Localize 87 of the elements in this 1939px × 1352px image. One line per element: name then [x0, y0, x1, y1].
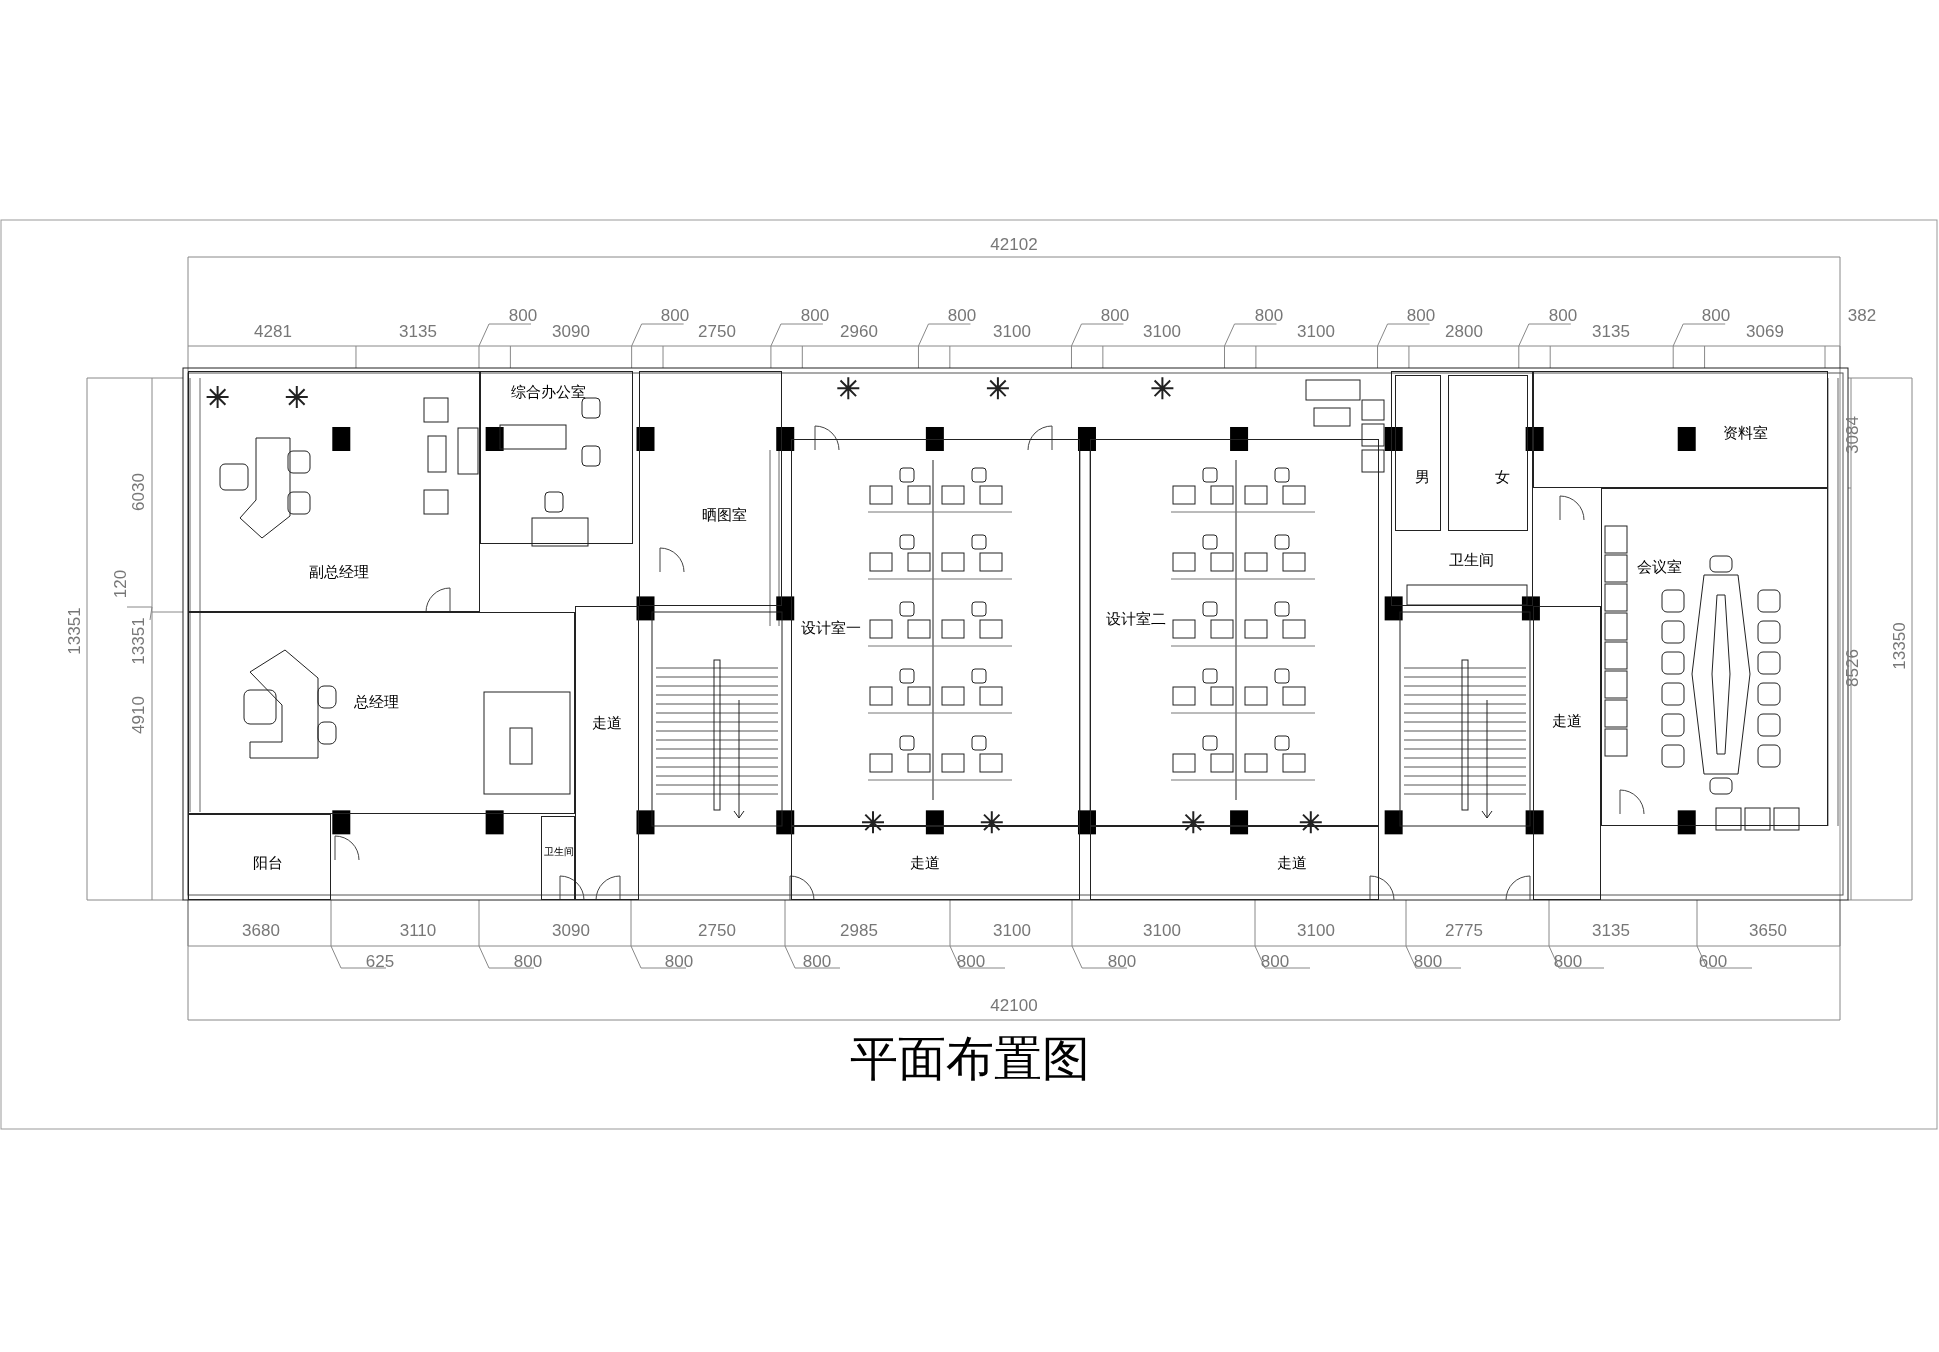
room-label: 男: [1414, 469, 1430, 485]
dimension-value: 800: [513, 952, 543, 970]
dimension-value: 800: [802, 952, 832, 970]
room-label: 卫生间: [1448, 552, 1494, 568]
room-outline: [1533, 606, 1601, 900]
dimension-value: 13350: [1890, 622, 1908, 670]
room-outline: [639, 371, 782, 606]
dimension-value: 625: [365, 952, 395, 970]
dimension-value: 800: [1701, 306, 1731, 324]
dimension-value: 4281: [254, 322, 292, 340]
dimension-value: 3110: [399, 921, 437, 939]
room-outline: [1090, 826, 1379, 900]
dimension-value: 3135: [1592, 322, 1630, 340]
dimension-value: 2750: [698, 322, 736, 340]
dimension-value: 600: [1698, 952, 1728, 970]
room-outline: [1391, 371, 1533, 606]
dimension-value: 800: [1254, 306, 1284, 324]
dimension-value: 3100: [1297, 921, 1335, 939]
dimension-value: 2775: [1445, 921, 1483, 939]
dimension-value: 800: [1260, 952, 1290, 970]
dimension-value: 800: [947, 306, 977, 324]
dimension-value: 3100: [1143, 322, 1181, 340]
room-outline: [188, 612, 575, 814]
room-outline: [1395, 375, 1441, 531]
dimension-value: 3100: [1143, 921, 1181, 939]
room-label: 走道: [592, 715, 622, 731]
dimension-value: 800: [956, 952, 986, 970]
dimension-value: 3650: [1749, 921, 1787, 939]
dimension-value: 3100: [993, 322, 1031, 340]
dimension-value: 800: [1107, 952, 1137, 970]
dimension-value: 800: [508, 306, 538, 324]
room-outline: [1448, 375, 1528, 531]
dimension-value: 800: [1100, 306, 1130, 324]
room-outline: [1090, 439, 1379, 826]
dimension-value: 3135: [1592, 921, 1630, 939]
room-outline: [791, 826, 1080, 900]
dimension-value: 3069: [1746, 322, 1784, 340]
dimension-value: 800: [1553, 952, 1583, 970]
dimension-value: 800: [1406, 306, 1436, 324]
room-label: 资料室: [1722, 425, 1768, 441]
dimension-value: 800: [664, 952, 694, 970]
room-label: 会议室: [1636, 559, 1682, 575]
dimension-value: 800: [800, 306, 830, 324]
dimension-value: 800: [1548, 306, 1578, 324]
room-label: 设计室一: [801, 620, 861, 636]
dimension-value: 2960: [840, 322, 878, 340]
dimension-value: 3680: [242, 921, 280, 939]
room-label: 综合办公室: [510, 384, 586, 400]
dimension-value: 120: [111, 569, 129, 599]
room-outline: [541, 816, 575, 900]
dimension-value: 2800: [1445, 322, 1483, 340]
dimension-value: 13351: [129, 617, 147, 665]
room-label: 卫生间: [544, 847, 574, 857]
room-outline: [188, 814, 331, 900]
dimension-value: 800: [660, 306, 690, 324]
dimension-value: 800: [1413, 952, 1443, 970]
dimension-value: 42102: [990, 235, 1038, 253]
room-outline: [188, 371, 480, 612]
room-outline: [791, 439, 1080, 826]
dimension-value: 3090: [552, 322, 590, 340]
dimension-value: 382: [1847, 306, 1877, 324]
room-outline: [480, 371, 633, 544]
room-label: 晒图室: [701, 507, 747, 523]
room-label: 走道: [910, 855, 940, 871]
room-label: 走道: [1552, 713, 1582, 729]
room-outline: [1533, 371, 1828, 488]
drawing-title: 平面布置图: [849, 1035, 1090, 1083]
room-label: 走道: [1277, 855, 1307, 871]
dimension-value: 8526: [1843, 649, 1861, 687]
dimension-value: 2750: [698, 921, 736, 939]
dimension-value: 6030: [129, 473, 147, 511]
dimension-value: 2985: [840, 921, 878, 939]
room-label: 阳台: [253, 855, 283, 871]
room-outline: [1601, 488, 1828, 826]
dimension-value: 4910: [129, 696, 147, 734]
dimension-value: 3084: [1843, 416, 1861, 454]
dimension-value: 3100: [993, 921, 1031, 939]
dimension-value: 3090: [552, 921, 590, 939]
room-label: 总经理: [353, 694, 399, 710]
room-label: 女: [1494, 469, 1510, 485]
dimension-value: 42100: [990, 996, 1038, 1014]
dimension-value: 13351: [65, 607, 83, 655]
room-outline: [575, 606, 639, 900]
dimension-value: 3100: [1297, 322, 1335, 340]
dimension-value: 3135: [399, 322, 437, 340]
room-label: 设计室二: [1106, 611, 1166, 627]
room-label: 副总经理: [309, 564, 369, 580]
